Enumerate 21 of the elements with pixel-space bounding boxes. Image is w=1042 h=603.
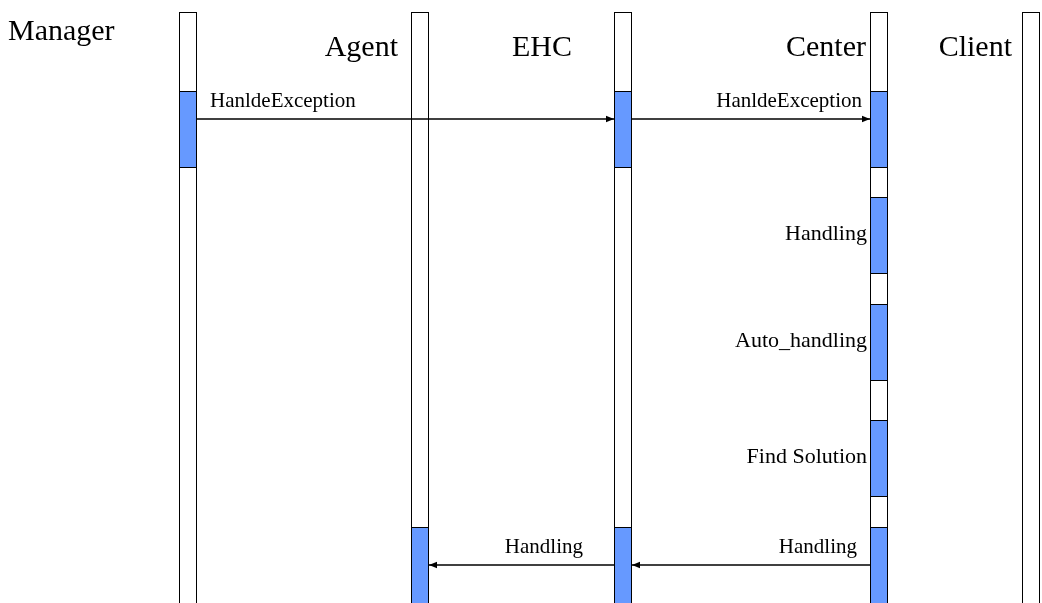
activation-bar	[870, 304, 888, 381]
activation-bar	[179, 91, 197, 168]
message-arrow	[631, 115, 871, 123]
activation-bar	[411, 527, 429, 603]
lifeline-title: Center	[785, 30, 866, 62]
activation-bar	[614, 91, 632, 168]
activation-label: Handling	[785, 219, 867, 246]
lifeline-title: Agent	[323, 30, 398, 62]
activation-bar	[870, 420, 888, 497]
activation-label: Find Solution	[746, 442, 867, 469]
activation-bar	[614, 527, 632, 603]
message-arrow	[196, 115, 615, 123]
lifeline-title: EHC	[511, 30, 572, 62]
activation-bar	[870, 91, 888, 168]
activation-bar	[870, 527, 888, 603]
message-arrow	[631, 561, 871, 569]
lifeline-title: Manager	[8, 14, 116, 46]
activation-bar	[870, 197, 888, 274]
message-arrow	[428, 561, 615, 569]
activation-label: Auto_handling	[735, 326, 867, 353]
lifeline-title: Client	[937, 30, 1012, 62]
